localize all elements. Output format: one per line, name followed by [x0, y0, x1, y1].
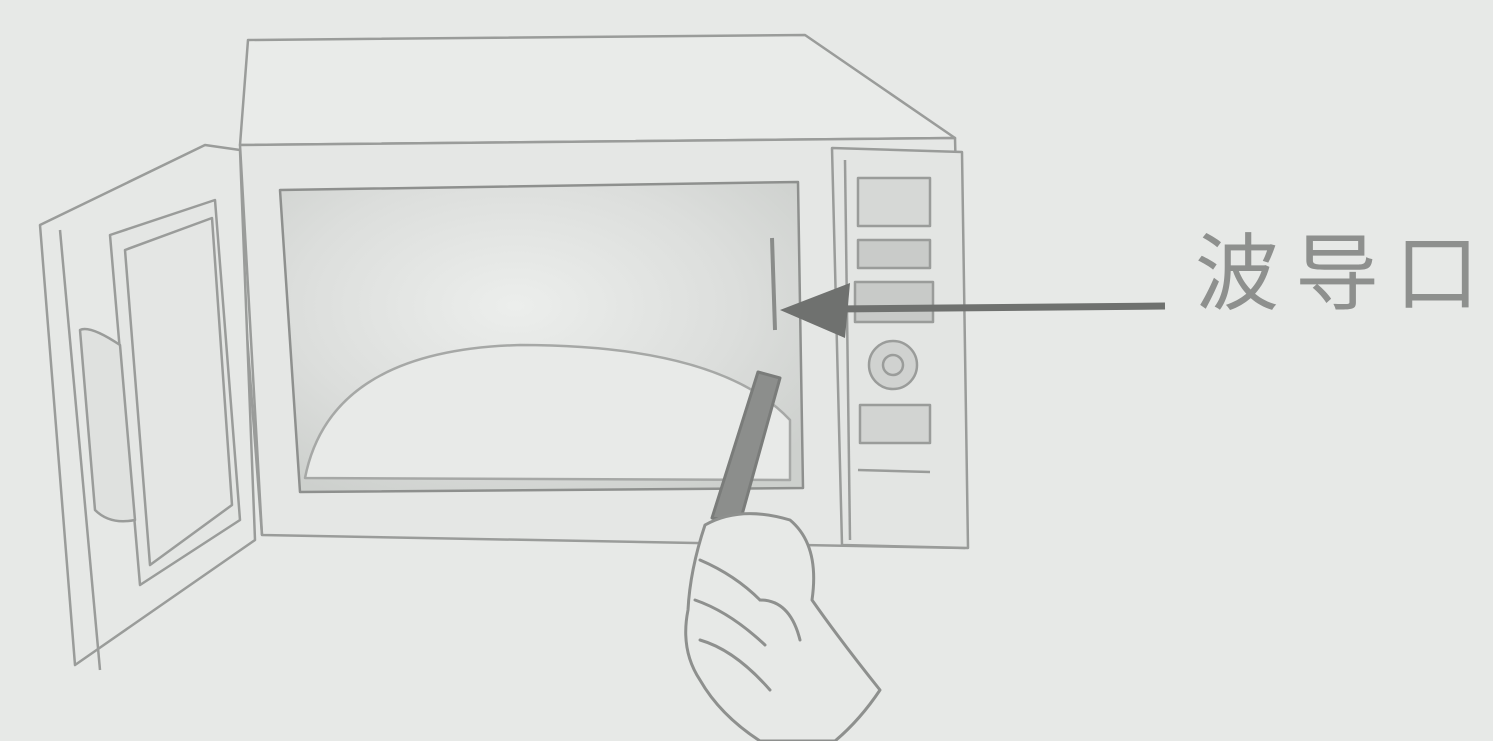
control-panel — [832, 148, 968, 548]
door — [40, 145, 255, 670]
waveguide-label: 波导口 — [1195, 232, 1493, 316]
microwave-oven-icon — [233, 35, 968, 548]
pointer-arrow — [780, 283, 1165, 338]
